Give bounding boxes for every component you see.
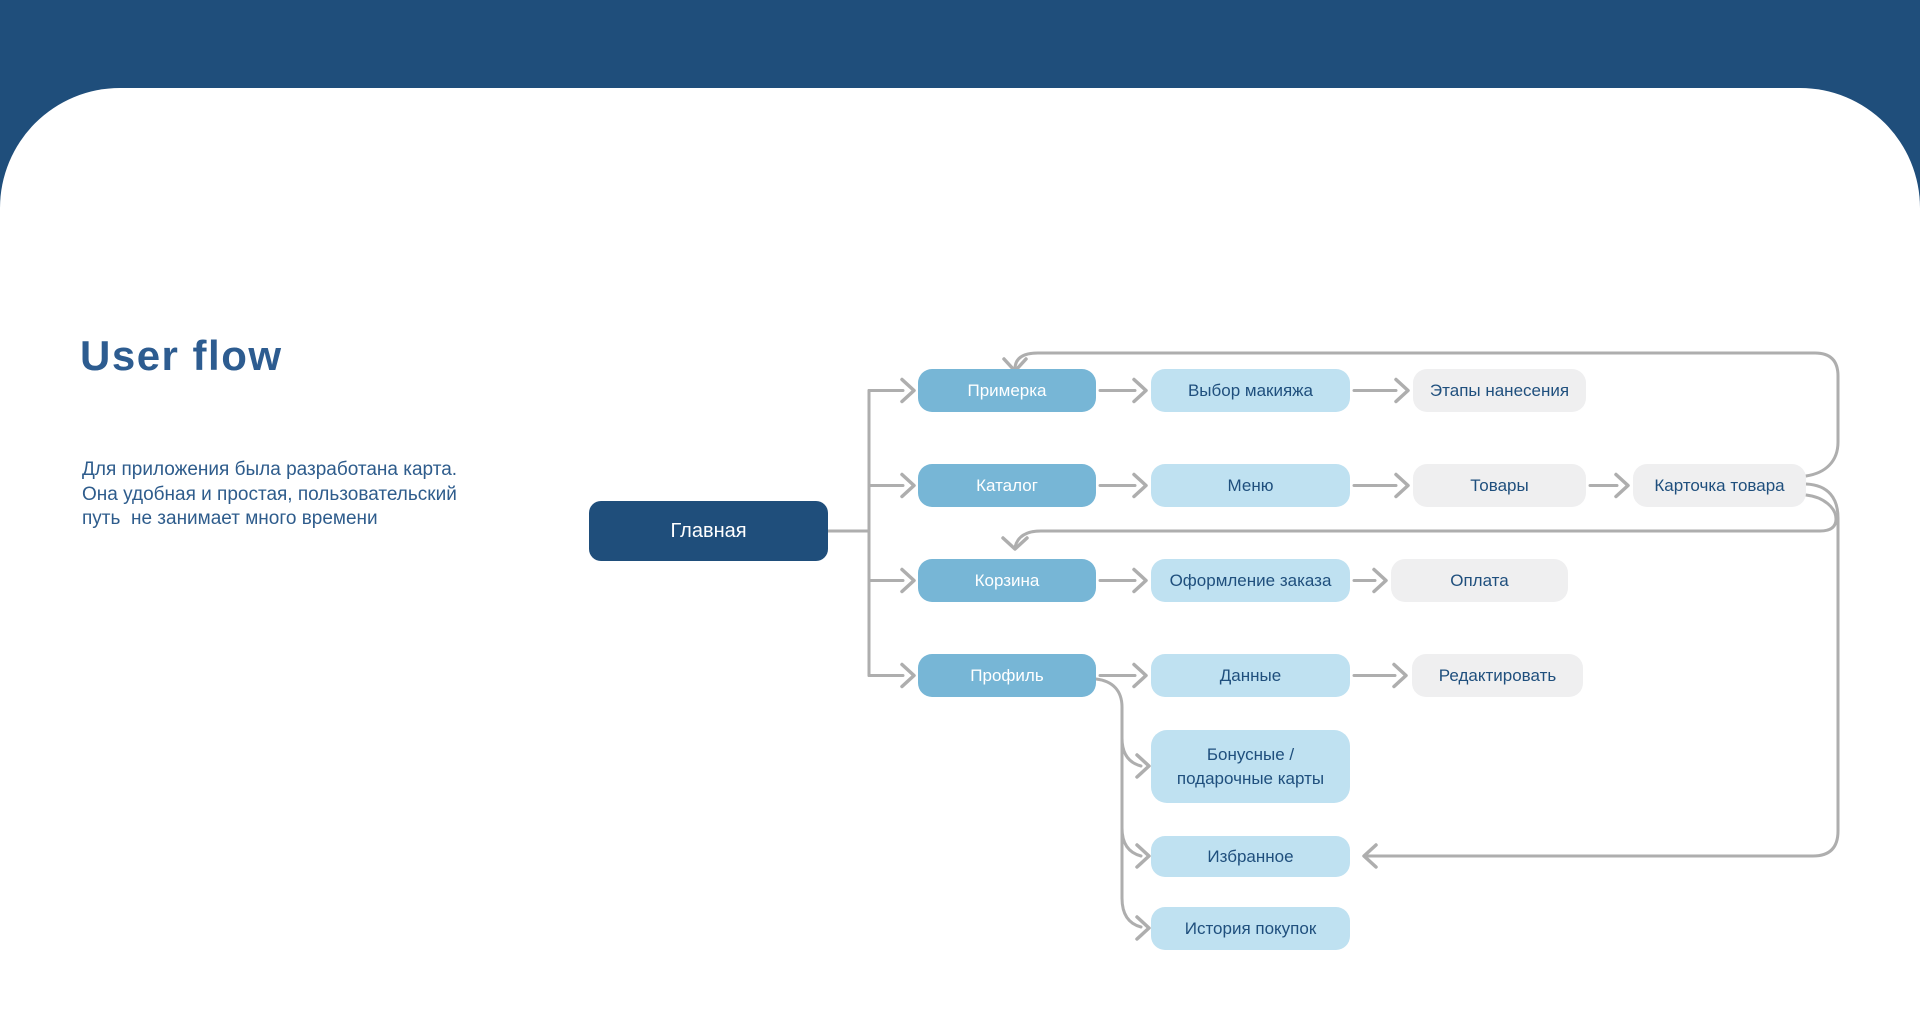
page-description: Для приложения была разработана карта. О… bbox=[82, 459, 458, 529]
flow-node-oformlenie: Оформление заказа bbox=[1151, 559, 1350, 602]
page-title: User flow bbox=[80, 332, 283, 379]
flow-connectors bbox=[826, 351, 1840, 941]
content-card: User flow Для приложения была разработан… bbox=[0, 88, 1920, 1010]
flow-node-korzina: Корзина bbox=[918, 559, 1096, 602]
flow-node-glavnaya: Главная bbox=[589, 501, 828, 561]
flow-node-dannye: Данные bbox=[1151, 654, 1350, 697]
flow-node-oplata: Оплата bbox=[1391, 559, 1568, 602]
flow-node-etapy: Этапы нанесения bbox=[1413, 369, 1586, 412]
flow-node-katalog: Каталог bbox=[918, 464, 1096, 507]
flow-node-vybor: Выбор макияжа bbox=[1151, 369, 1350, 412]
flow-node-menu: Меню bbox=[1151, 464, 1350, 507]
flow-node-istoriya: История покупок bbox=[1151, 907, 1350, 950]
flow-node-tovary: Товары bbox=[1413, 464, 1586, 507]
flow-node-primerka: Примерка bbox=[918, 369, 1096, 412]
flow-node-bonus: Бонусные / подарочные карты bbox=[1151, 730, 1350, 803]
flow-node-profil: Профиль bbox=[918, 654, 1096, 697]
flow-node-izbrannoe: Избранное bbox=[1151, 836, 1350, 877]
flow-node-kartochka: Карточка товара bbox=[1633, 464, 1806, 507]
flow-node-redaktirovat: Редактировать bbox=[1412, 654, 1583, 697]
